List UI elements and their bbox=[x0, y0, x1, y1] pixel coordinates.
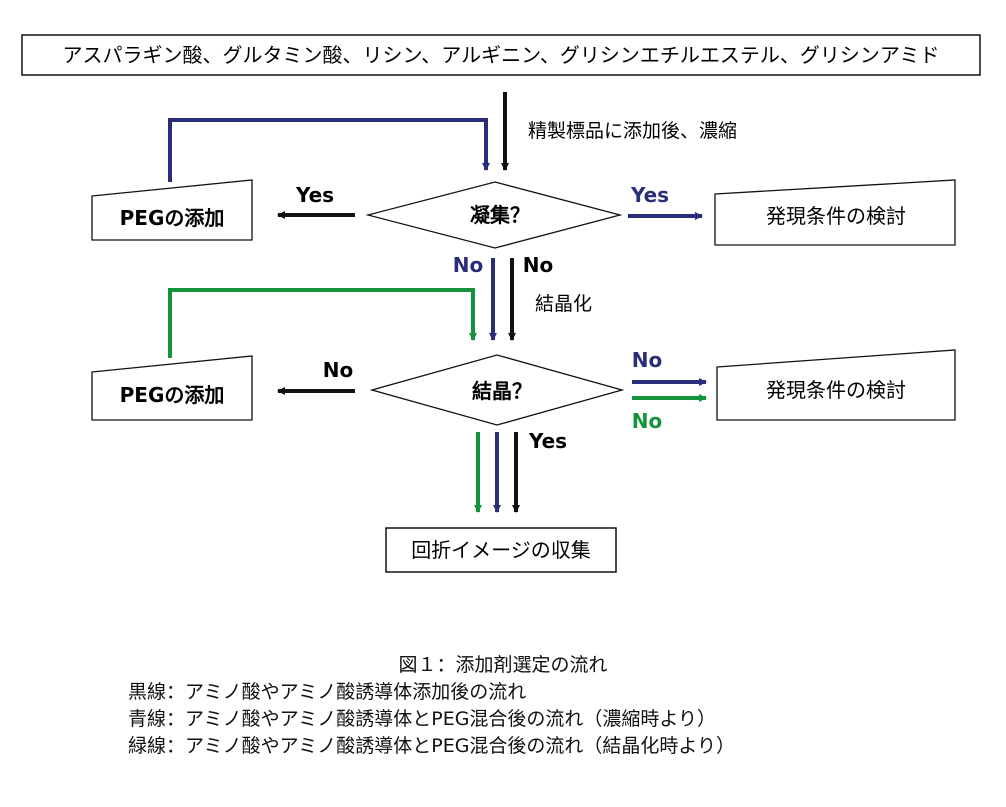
no-blue-2: No bbox=[632, 348, 662, 372]
condition-box-1 bbox=[714, 179, 956, 246]
peg-add-box-1 bbox=[91, 179, 253, 241]
yes-left-1: Yes bbox=[295, 183, 334, 207]
flowchart: アスパラギン酸、グルタミン酸、リシン、アルギニン、グリシンエチルエステル、グリシ… bbox=[21, 34, 981, 573]
condition-box-2 bbox=[716, 349, 956, 421]
figure-caption-title: 図１：添加剤選定の流れ bbox=[398, 654, 608, 676]
top-box bbox=[21, 34, 981, 76]
final-box-label: 回折イメージの収集 bbox=[411, 538, 591, 562]
arrow-green-loop-2 bbox=[168, 288, 477, 358]
peg-add-box-2 bbox=[91, 355, 253, 421]
top-box-label: アスパラギン酸、グルタミン酸、リシン、アルギニン、グリシンエチルエステル、グリシ… bbox=[63, 43, 940, 67]
legend-green-line: 緑線：アミノ酸やアミノ酸誘導体とPEG混合後の流れ（結晶化時より） bbox=[128, 735, 736, 757]
peg-add-label-2: PEGの添加 bbox=[120, 383, 225, 407]
no-blue-1: No bbox=[453, 253, 483, 277]
decision-aggregation-label: 凝集？ bbox=[470, 203, 530, 227]
condition-label-1: 発現条件の検討 bbox=[766, 204, 906, 228]
yes-right-1: Yes bbox=[630, 183, 669, 207]
legend-black-line: 黒線：アミノ酸やアミノ酸誘導体添加後の流れ bbox=[128, 681, 527, 703]
condition-label-2: 発現条件の検討 bbox=[766, 378, 906, 402]
step-concentrate: 精製標品に添加後、濃縮 bbox=[528, 120, 737, 142]
step-crystallize: 結晶化 bbox=[535, 293, 592, 315]
peg-add-label-1: PEGの添加 bbox=[120, 206, 225, 230]
legend-blue-line: 青線：アミノ酸やアミノ酸誘導体とPEG混合後の流れ（濃縮時より） bbox=[128, 708, 717, 730]
arrow-blue-loop-1 bbox=[168, 118, 490, 182]
decision-crystal-label: 結晶？ bbox=[472, 379, 532, 403]
no-green-2: No bbox=[632, 409, 662, 433]
no-black-1: No bbox=[523, 253, 553, 277]
no-left-2: No bbox=[323, 358, 353, 382]
yes-2: Yes bbox=[528, 429, 567, 453]
decision-aggregation bbox=[365, 181, 623, 249]
decision-crystal bbox=[369, 354, 625, 426]
final-box bbox=[385, 527, 617, 573]
